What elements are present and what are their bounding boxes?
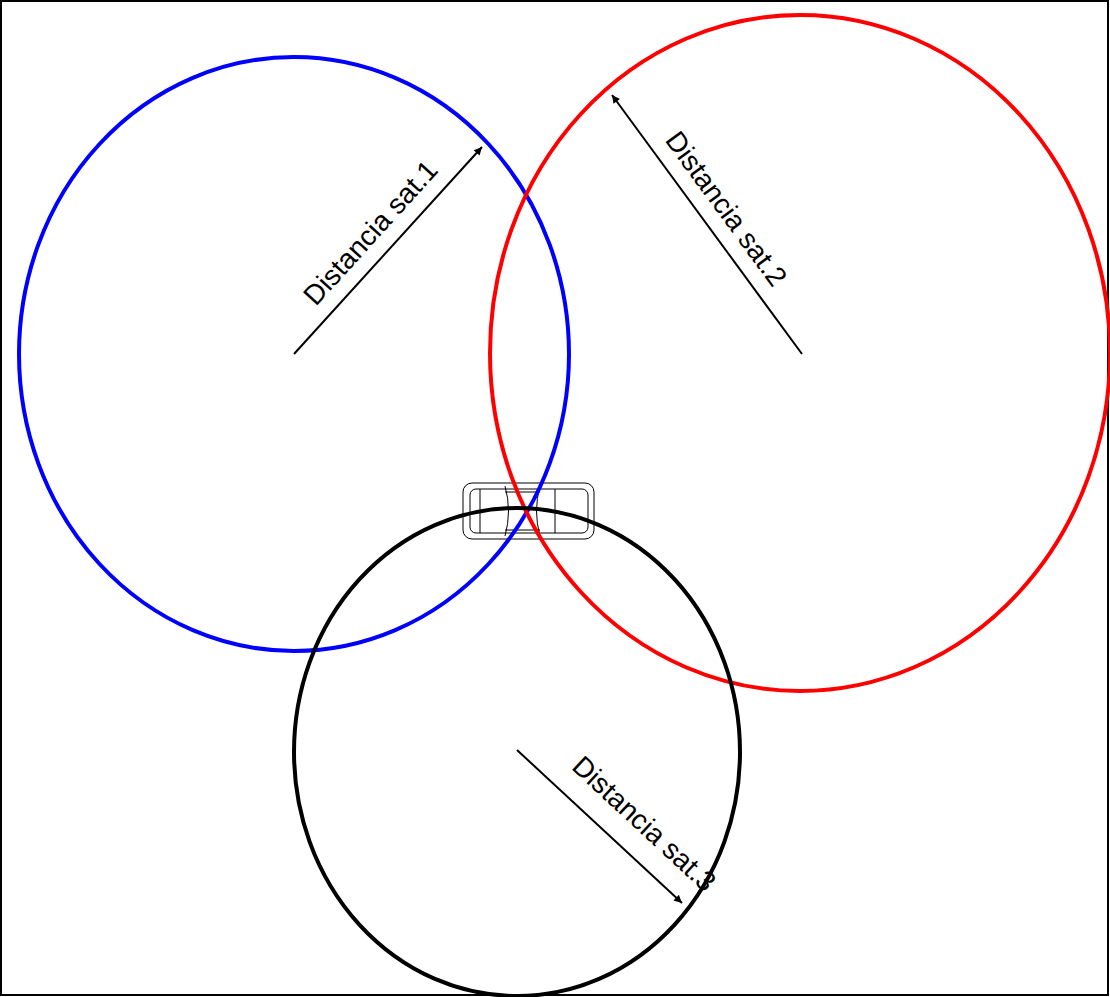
satellite-2-range: [490, 15, 1110, 691]
radius-arrow: [612, 95, 802, 354]
radius-arrow: [294, 147, 482, 354]
distance-label: Distancia sat.3: [567, 752, 721, 897]
distance-label: Distancia sat.1: [299, 156, 443, 311]
distance-label: Distancia sat.2: [660, 127, 791, 292]
satellite-3-range: [294, 508, 740, 996]
satellite-1-range: [19, 57, 569, 651]
